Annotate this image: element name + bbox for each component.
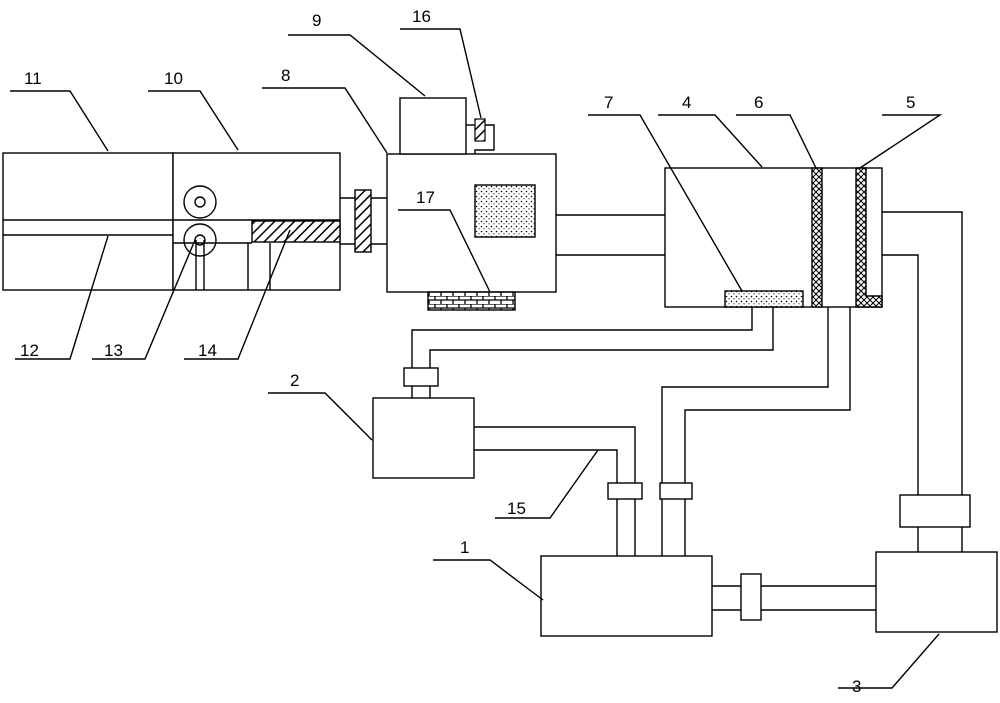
tray-7 bbox=[724, 290, 804, 308]
unit-3-box bbox=[875, 551, 998, 633]
heating-block-14 bbox=[251, 220, 341, 243]
filter-6 bbox=[811, 167, 823, 308]
label-3: 3 bbox=[852, 677, 861, 696]
pipe-15 bbox=[474, 426, 643, 556]
unit-11-housing bbox=[2, 152, 174, 291]
unit-4-box bbox=[664, 167, 883, 308]
label-13: 13 bbox=[104, 341, 123, 360]
unit-9-box bbox=[399, 97, 467, 155]
pipe-4-to-1 bbox=[659, 307, 851, 556]
label-8: 8 bbox=[281, 66, 290, 85]
unit-8-box bbox=[386, 153, 557, 293]
window-panel bbox=[474, 184, 536, 238]
label-7: 7 bbox=[604, 93, 613, 112]
label-4: 4 bbox=[682, 93, 691, 112]
label-6: 6 bbox=[754, 93, 763, 112]
label-16: 16 bbox=[412, 7, 431, 26]
label-9: 9 bbox=[312, 11, 321, 30]
pipe-4-to-3 bbox=[882, 211, 971, 552]
label-14: 14 bbox=[198, 341, 217, 360]
pipe-4-to-2 bbox=[403, 307, 774, 398]
label-11: 11 bbox=[24, 69, 42, 88]
reference-numerals: 11 10 8 9 16 17 7 4 6 5 12 13 14 2 15 1 … bbox=[20, 7, 915, 696]
label-10: 10 bbox=[164, 69, 183, 88]
label-17: 17 bbox=[416, 188, 435, 207]
leader-lines bbox=[10, 28, 943, 689]
filter-5 bbox=[855, 167, 883, 308]
sensor-16 bbox=[466, 118, 495, 154]
label-5: 5 bbox=[906, 93, 915, 112]
label-12: 12 bbox=[20, 341, 39, 360]
label-15: 15 bbox=[507, 499, 526, 518]
coupling-8-10 bbox=[340, 189, 387, 253]
unit-2-box bbox=[372, 397, 475, 479]
base-pad-17 bbox=[427, 291, 516, 311]
label-2: 2 bbox=[290, 371, 299, 390]
unit-1-box bbox=[540, 555, 713, 637]
rollers-13 bbox=[183, 185, 217, 290]
pipe-8-to-4 bbox=[556, 214, 665, 256]
label-1: 1 bbox=[460, 538, 469, 557]
pipe-1-to-3 bbox=[712, 573, 876, 621]
